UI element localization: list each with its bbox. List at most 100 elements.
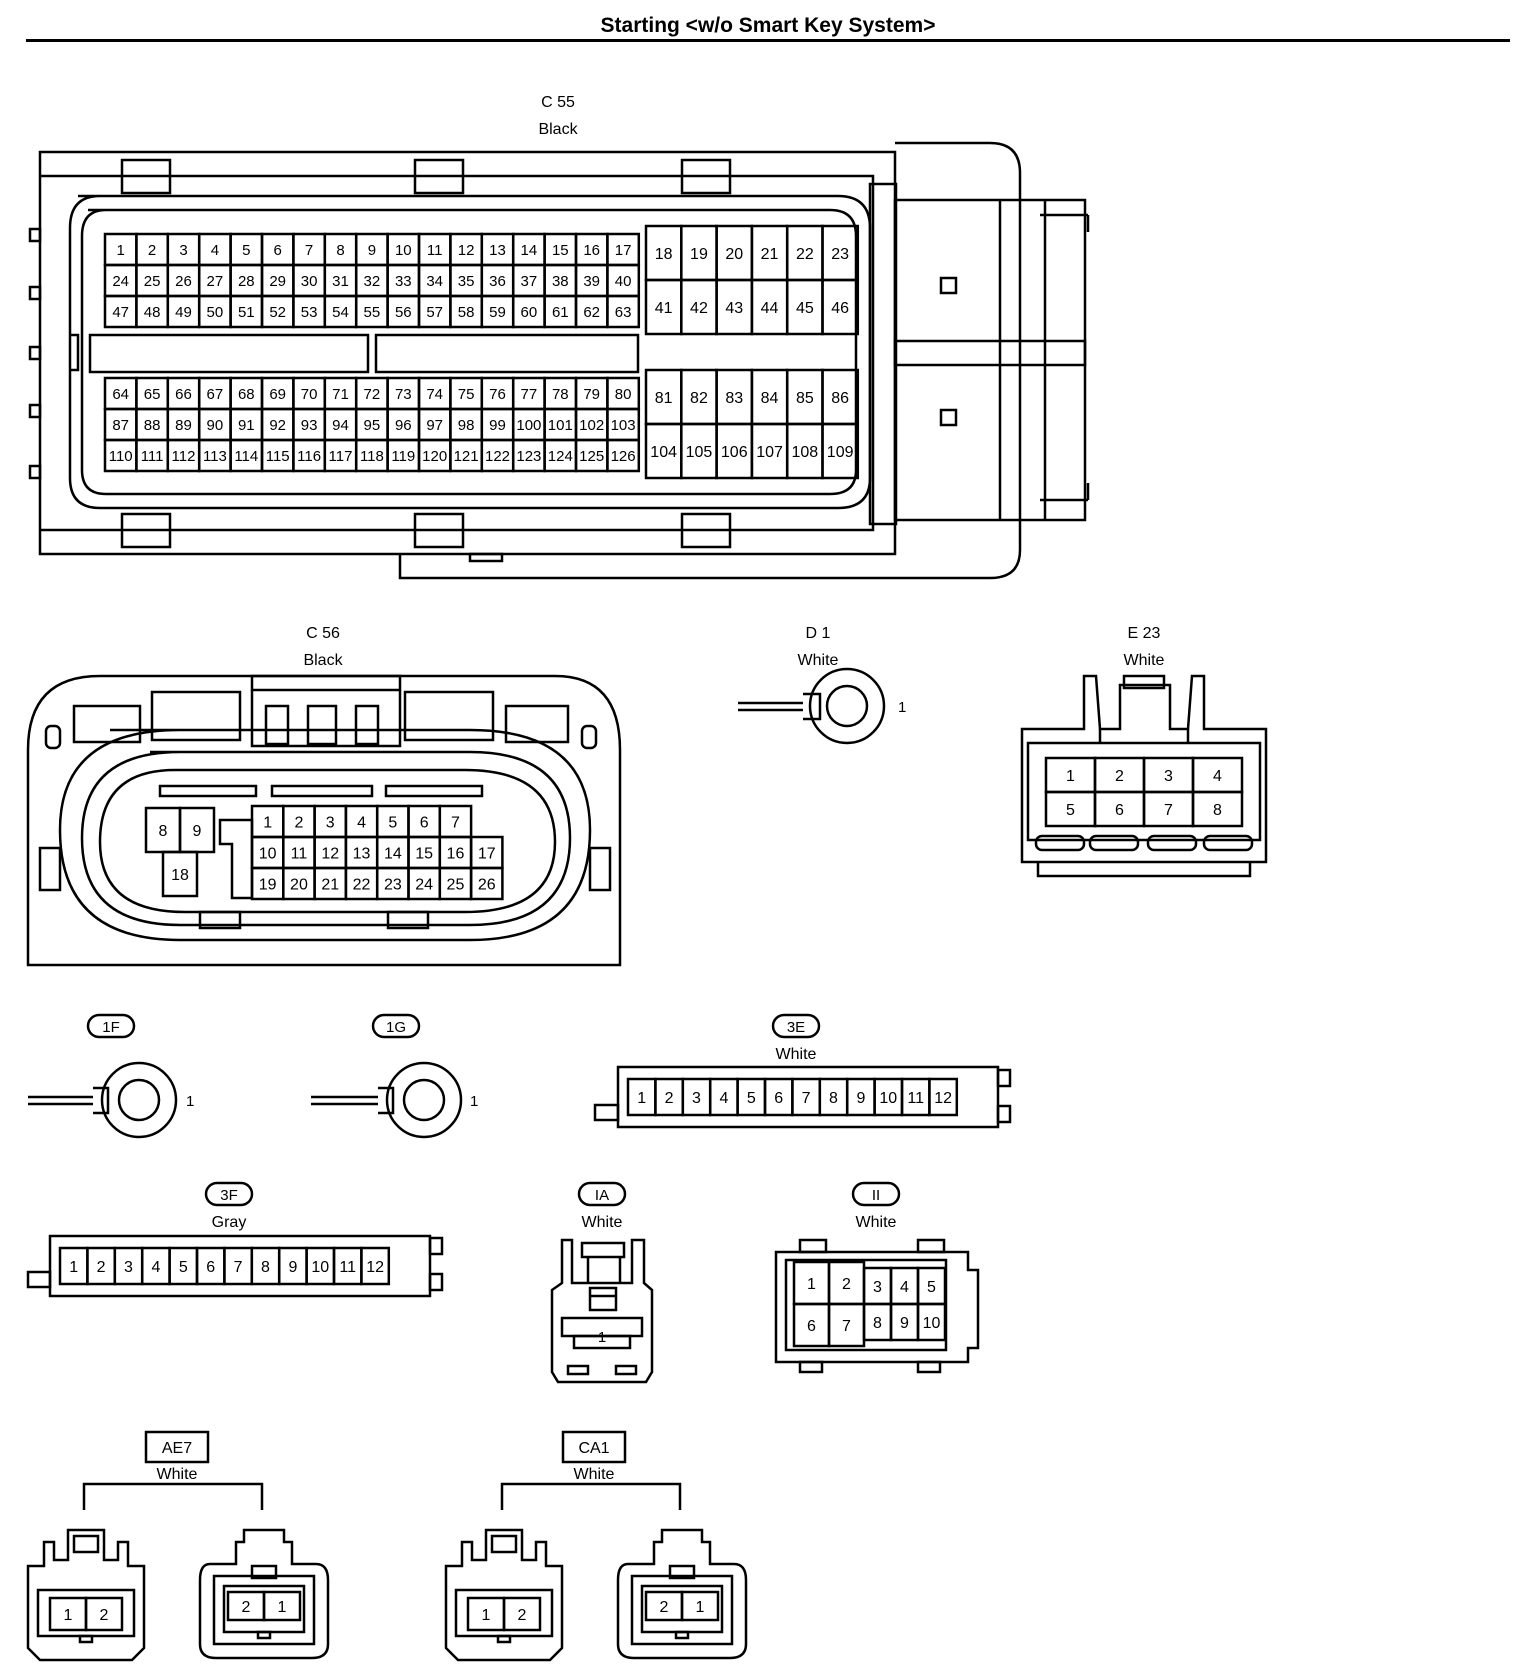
pin-label: 6 — [420, 814, 429, 831]
pin-cell — [360, 1246, 391, 1286]
connector-1f: 1F 1 — [28, 1013, 194, 1139]
pin-label: 22 — [796, 246, 814, 263]
pin-label: 123 — [516, 448, 541, 465]
pin-label: 54 — [332, 304, 349, 321]
ia-badge — [577, 1181, 627, 1207]
pin-label: 114 — [234, 448, 258, 465]
pin-label: 49 — [175, 304, 192, 321]
pin-label: 36 — [489, 273, 506, 290]
pin-label: 9 — [288, 1259, 297, 1276]
title-rule — [26, 39, 1510, 42]
pin-label: 74 — [426, 386, 443, 403]
pin-label: 55 — [364, 304, 381, 321]
pin-label: 42 — [690, 300, 708, 317]
pin-label: 72 — [364, 386, 381, 403]
pin-label: 106 — [721, 444, 748, 461]
pin-label: 11 — [291, 845, 308, 862]
pin-label: 82 — [690, 390, 708, 407]
page-title: Starting <w/o Smart Key System> — [600, 14, 936, 37]
pin-label: 38 — [552, 273, 569, 290]
3e-badge — [771, 1013, 821, 1039]
pin-label: 2 — [518, 1607, 527, 1624]
pin-label: 3 — [873, 1279, 882, 1296]
pin-label: 89 — [175, 417, 192, 434]
pin-label: 122 — [485, 448, 510, 465]
pin-label: 1 — [278, 1599, 287, 1616]
pin-label: 21 — [321, 876, 339, 893]
pin-label: 6 — [1115, 802, 1124, 819]
pin-label: 33 — [395, 273, 412, 290]
pin-label: 8 — [829, 1090, 838, 1107]
key — [674, 1630, 690, 1640]
pin-label: 119 — [391, 448, 415, 465]
pin-label: 3 — [1164, 768, 1173, 785]
pin-label: 2 — [1115, 768, 1124, 785]
pin-label: 24 — [112, 273, 129, 290]
1f-code: 1F — [102, 1019, 120, 1036]
pin-label: 7 — [802, 1090, 811, 1107]
pin-label: 125 — [579, 448, 604, 465]
pin-label: 84 — [761, 390, 779, 407]
3f-code: 3F — [220, 1187, 238, 1204]
ca1-color: White — [574, 1466, 615, 1483]
pin-label: 43 — [725, 300, 743, 317]
pin-label: 7 — [234, 1259, 243, 1276]
pin-label: 105 — [686, 444, 713, 461]
d1-code: D 1 — [806, 625, 831, 642]
key — [78, 1634, 94, 1644]
pin-label: 81 — [655, 390, 673, 407]
pin-label: 8 — [159, 823, 168, 840]
connector-ia: IA White 1 — [550, 1181, 654, 1384]
pin-label: 12 — [366, 1259, 384, 1276]
pin-label: 3 — [124, 1259, 133, 1276]
pin-label: 124 — [548, 448, 573, 465]
pin-label: 1 — [263, 814, 272, 831]
pin-label: 8 — [261, 1259, 270, 1276]
pin-label: 126 — [611, 448, 636, 465]
pin-label: 121 — [454, 448, 479, 465]
pin-label: 101 — [548, 417, 573, 434]
pin-label: 66 — [175, 386, 192, 403]
pin-label: 95 — [364, 417, 381, 434]
pin-cell — [262, 1590, 302, 1622]
pin-label: 57 — [426, 304, 443, 321]
pin-label: 113 — [203, 448, 227, 465]
pin-label: 39 — [583, 273, 600, 290]
ca1-badge — [561, 1430, 627, 1464]
pin-label: 1 — [637, 1090, 646, 1107]
pin-label: 5 — [179, 1259, 188, 1276]
pin-label: 34 — [426, 273, 443, 290]
pin-label: 4 — [211, 242, 219, 259]
pin-label: 9 — [368, 242, 376, 259]
c55-color: Black — [538, 121, 578, 138]
pin-label: 58 — [458, 304, 475, 321]
pin-label: 110 — [109, 448, 133, 465]
ae7-code: AE7 — [162, 1440, 192, 1457]
pin-label: 3 — [326, 814, 335, 831]
inner-shell — [212, 1574, 316, 1646]
pin-label: 65 — [144, 386, 161, 403]
pin-cell — [916, 1302, 947, 1342]
pin-label: 26 — [478, 876, 496, 893]
pin-label: 6 — [206, 1259, 215, 1276]
pin-label: 2 — [100, 1607, 109, 1624]
ii-color: White — [856, 1214, 897, 1231]
pin-label: 5 — [1066, 802, 1075, 819]
pin-label: 45 — [796, 300, 814, 317]
1f-badge — [86, 1013, 136, 1039]
e23-code: E 23 — [1128, 625, 1161, 642]
pin-cell — [1191, 790, 1244, 828]
pin-label: 56 — [395, 304, 412, 321]
connector-housing — [616, 1528, 748, 1660]
pin-label: 88 — [144, 417, 161, 434]
1g-code: 1G — [386, 1019, 406, 1036]
pin-label: 18 — [171, 867, 189, 884]
pin-label: 10 — [259, 845, 277, 862]
pin-label: 60 — [521, 304, 538, 321]
pin-label: 59 — [489, 304, 506, 321]
pin-label: 25 — [144, 273, 161, 290]
pin-label: 97 — [426, 417, 443, 434]
